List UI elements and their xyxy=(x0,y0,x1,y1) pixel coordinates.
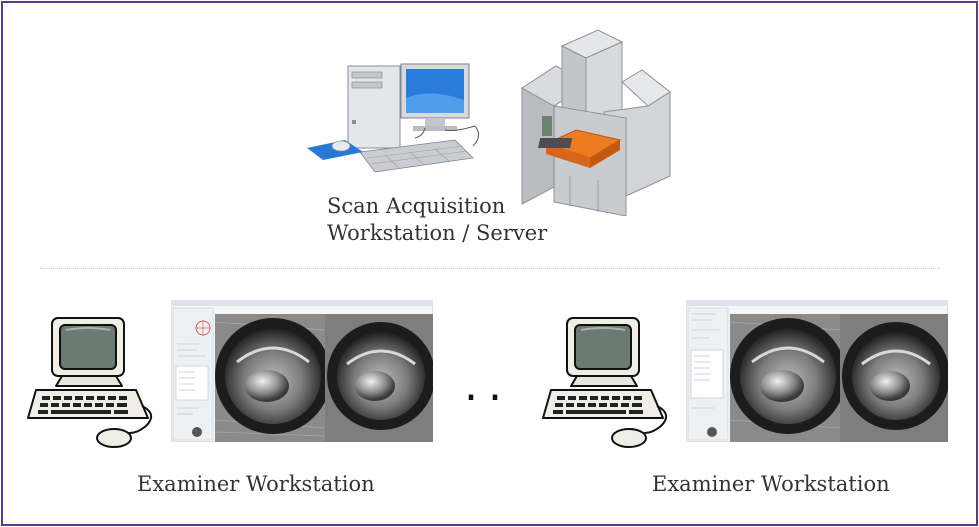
retro-computer-icon xyxy=(27,317,153,448)
examiner-caption-2: Examiner Workstation xyxy=(652,472,890,496)
ellipsis: .. xyxy=(464,360,512,411)
section-divider xyxy=(40,268,940,269)
scan-caption-line1: Scan Acquisition xyxy=(327,194,506,218)
comparison-software-screenshot xyxy=(686,300,948,442)
scan-caption-line2: Workstation / Server xyxy=(327,221,548,245)
desktop-computer-icon xyxy=(307,63,479,173)
scanner-machine-icon xyxy=(521,29,671,216)
examiner-caption-1: Examiner Workstation xyxy=(137,472,375,496)
retro-computer-icon xyxy=(542,317,668,448)
comparison-software-screenshot xyxy=(171,300,433,442)
scan-workstation-caption: Scan Acquisition Workstation / Server xyxy=(327,193,547,247)
